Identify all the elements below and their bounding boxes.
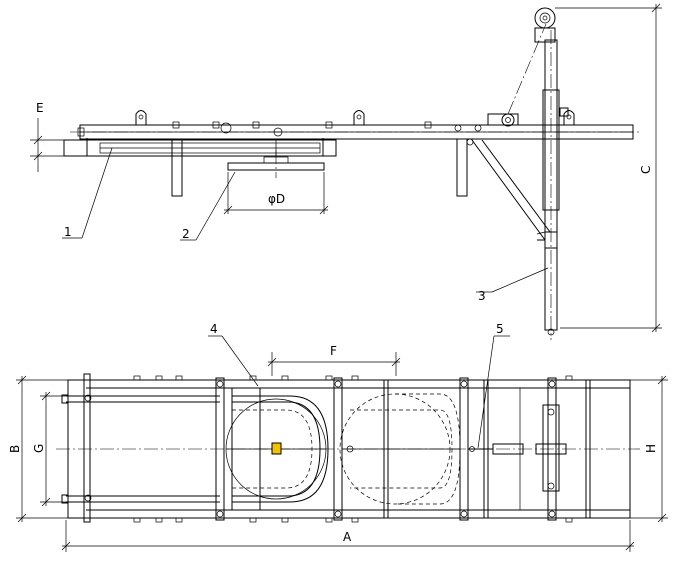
elevation-view (63, 7, 640, 340)
center-marker (271, 442, 282, 455)
dimension-f: F (267, 344, 401, 376)
lifting-lug (135, 110, 147, 125)
dim-g-label: G (32, 444, 46, 453)
dimension-b: B (8, 375, 68, 523)
lifting-lug (353, 110, 365, 125)
callout-3-label: 3 (478, 289, 486, 303)
dim-f-label: F (330, 344, 337, 358)
rail-bolts (84, 375, 573, 523)
lower-carriage (63, 139, 337, 157)
support-leg (171, 138, 183, 197)
callout-1-label: 1 (64, 225, 72, 239)
lifting-lug (563, 110, 575, 125)
dimension-d: φD (223, 172, 329, 215)
sheave-assembly (542, 404, 560, 492)
dim-c-label: C (639, 166, 653, 174)
callout-2-label: 2 (182, 227, 190, 241)
dimension-e: E (30, 101, 64, 172)
dim-h-label: H (644, 444, 658, 453)
dimension-h: H (630, 375, 668, 523)
callout-2: 2 (180, 171, 236, 241)
callout-3: 3 (476, 267, 549, 303)
drive-box (487, 113, 519, 126)
u-frame (232, 395, 329, 503)
diagonal-brace (471, 139, 546, 241)
callout-4: 4 (208, 322, 259, 387)
dimension-g: G (32, 391, 66, 507)
plan-view (56, 373, 640, 523)
dim-d-label: φD (268, 192, 285, 206)
top-pulley (534, 7, 556, 29)
dim-a-label: A (343, 530, 352, 544)
dim-b-label: B (8, 445, 22, 453)
drive-sheave (501, 113, 515, 127)
callout-5: 5 (477, 322, 510, 449)
callout-1: 1 (62, 147, 113, 239)
support-leg (456, 138, 468, 197)
callout-5-label: 5 (496, 322, 504, 336)
dim-e-label: E (36, 101, 44, 115)
dimension-c: C (555, 3, 662, 333)
dimension-a: A (61, 520, 635, 552)
callout-4-label: 4 (210, 322, 218, 336)
mast-guide (542, 89, 560, 211)
rope-line (507, 23, 547, 115)
